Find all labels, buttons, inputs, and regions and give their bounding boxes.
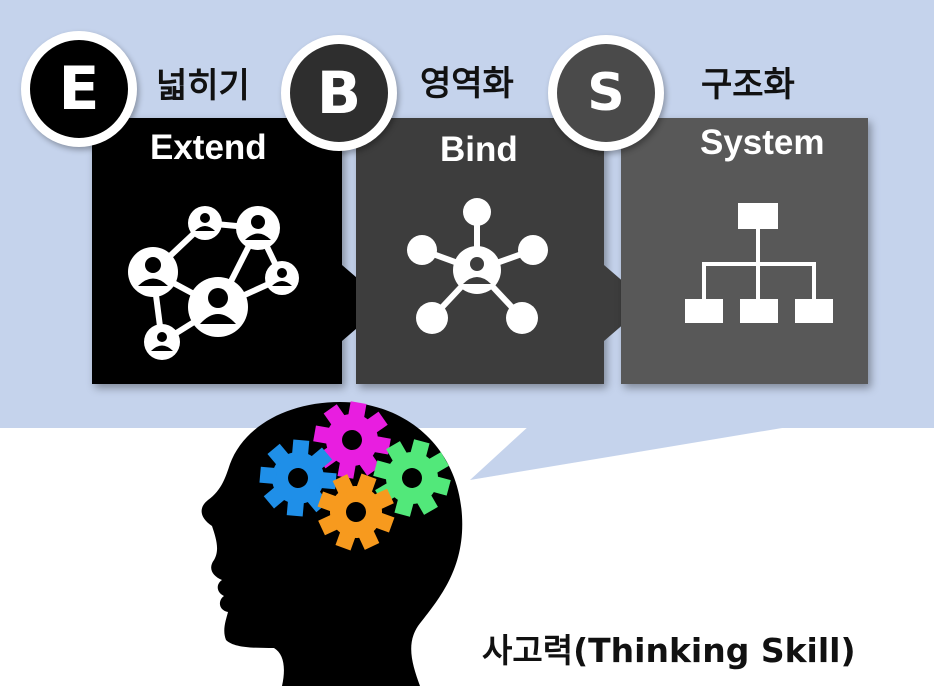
system-korean-label: 구조화 — [701, 65, 795, 105]
hub-network-icon — [407, 198, 548, 334]
extend-card — [92, 118, 342, 384]
people-network-icon — [128, 206, 299, 360]
bind-letter-circle: B — [281, 35, 397, 151]
extend-letter-circle: E — [21, 31, 137, 147]
bind-english-label: Bind — [440, 130, 518, 169]
system-english-label: System — [700, 123, 825, 162]
org-chart-icon — [685, 203, 833, 323]
bind-korean-label: 영역화 — [420, 64, 514, 104]
extend-korean-label: 넓히기 — [156, 66, 250, 106]
extend-english-label: Extend — [150, 128, 267, 167]
thinking-skill-caption: 사고력(Thinking Skill) — [482, 631, 856, 670]
system-letter-circle: S — [548, 35, 664, 151]
system-card — [621, 118, 868, 384]
head-gears-icon — [201, 398, 463, 686]
